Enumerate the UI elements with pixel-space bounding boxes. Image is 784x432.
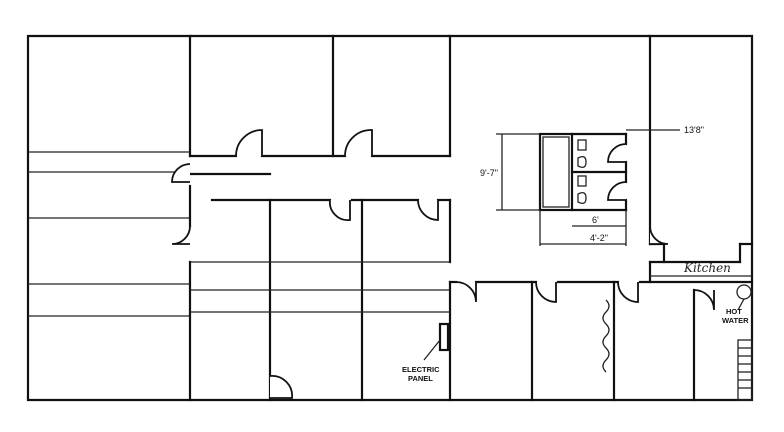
dimension-width-label: 13'8" [684, 125, 704, 135]
hot-water-label-line1: HOT [726, 307, 742, 316]
restroom-block [538, 132, 628, 212]
electric-panel: ELECTRIC PANEL [402, 322, 450, 383]
top-offices [188, 34, 652, 246]
electric-panel-label-line1: ELECTRIC [402, 365, 440, 374]
dimension-fixture-label: 6' [592, 215, 599, 225]
dimension-height-label: 9'-7" [480, 168, 498, 178]
hot-water-heater: HOT WATER [722, 284, 752, 325]
left-offices [28, 151, 272, 402]
stairs [737, 339, 753, 401]
partition-sketch [602, 299, 610, 373]
electric-panel-label-line2: PANEL [408, 374, 433, 383]
doors [171, 129, 715, 399]
hot-water-label-line2: WATER [722, 316, 749, 325]
dimension-depth-label: 4'-2" [590, 233, 608, 243]
kitchen-area [648, 242, 754, 284]
dimension-labels: 13'8" 9'-7" 6' 4'-2" [480, 125, 704, 243]
lower-offices [190, 198, 754, 402]
dimension-lines [496, 129, 680, 246]
kitchen-label: Kitchen [683, 261, 731, 275]
